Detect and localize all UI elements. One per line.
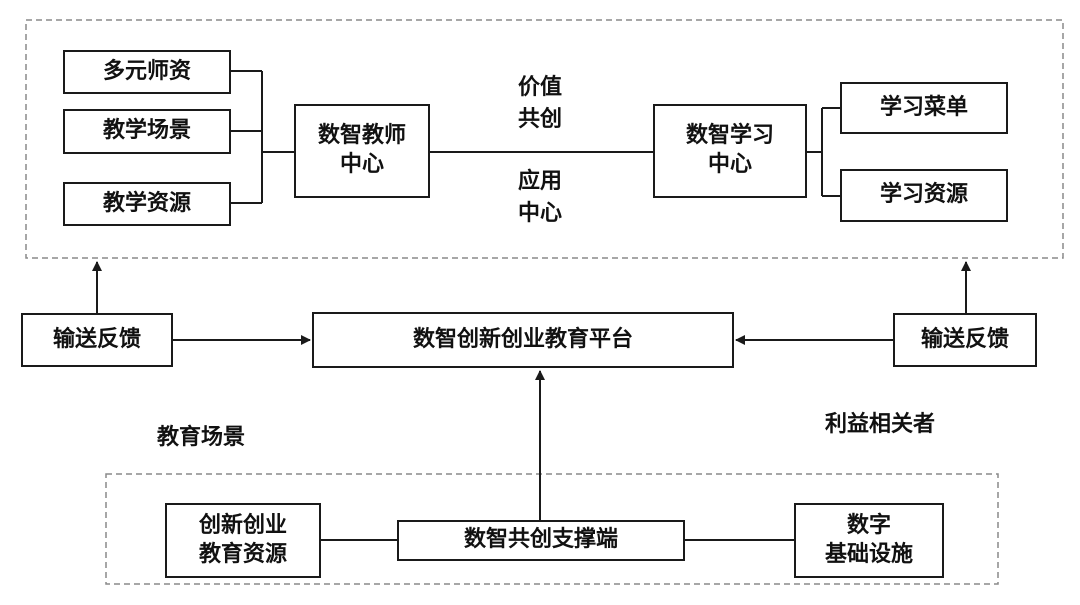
teacher-item-diverse-faculty: 多元师资 — [63, 50, 231, 94]
stakeholders-label: 利益相关者 — [824, 412, 935, 437]
left-feedback-box: 输送反馈 — [21, 313, 173, 367]
teacher-items-bracket — [231, 70, 294, 204]
top-group-dashed-border — [25, 19, 1064, 259]
teacher-center-box: 数智教师 中心 — [294, 104, 430, 198]
bottom-group-dashed-border — [105, 473, 999, 585]
innovation-platform-box: 数智创新创业教育平台 — [312, 312, 734, 368]
value-co-creation-label: 价值 共创 — [517, 75, 562, 132]
innovation-education-resources-box: 创新创业 教育资源 — [165, 503, 321, 578]
teacher-item-teaching-resources: 教学资源 — [63, 182, 231, 226]
learning-item-menu: 学习菜单 — [840, 82, 1008, 134]
right-feedback-box: 输送反馈 — [893, 313, 1037, 367]
learning-center-box: 数智学习 中心 — [653, 104, 807, 198]
co-creation-support-hub-box: 数智共创支撑端 — [397, 520, 685, 561]
learning-items-bracket — [807, 107, 840, 197]
education-scene-label: 教育场景 — [156, 425, 245, 450]
application-center-label: 应用 中心 — [517, 169, 562, 226]
teacher-item-teaching-scenes: 教学场景 — [63, 109, 231, 154]
digital-infrastructure-box: 数字 基础设施 — [794, 503, 944, 578]
learning-item-resources: 学习资源 — [840, 169, 1008, 222]
